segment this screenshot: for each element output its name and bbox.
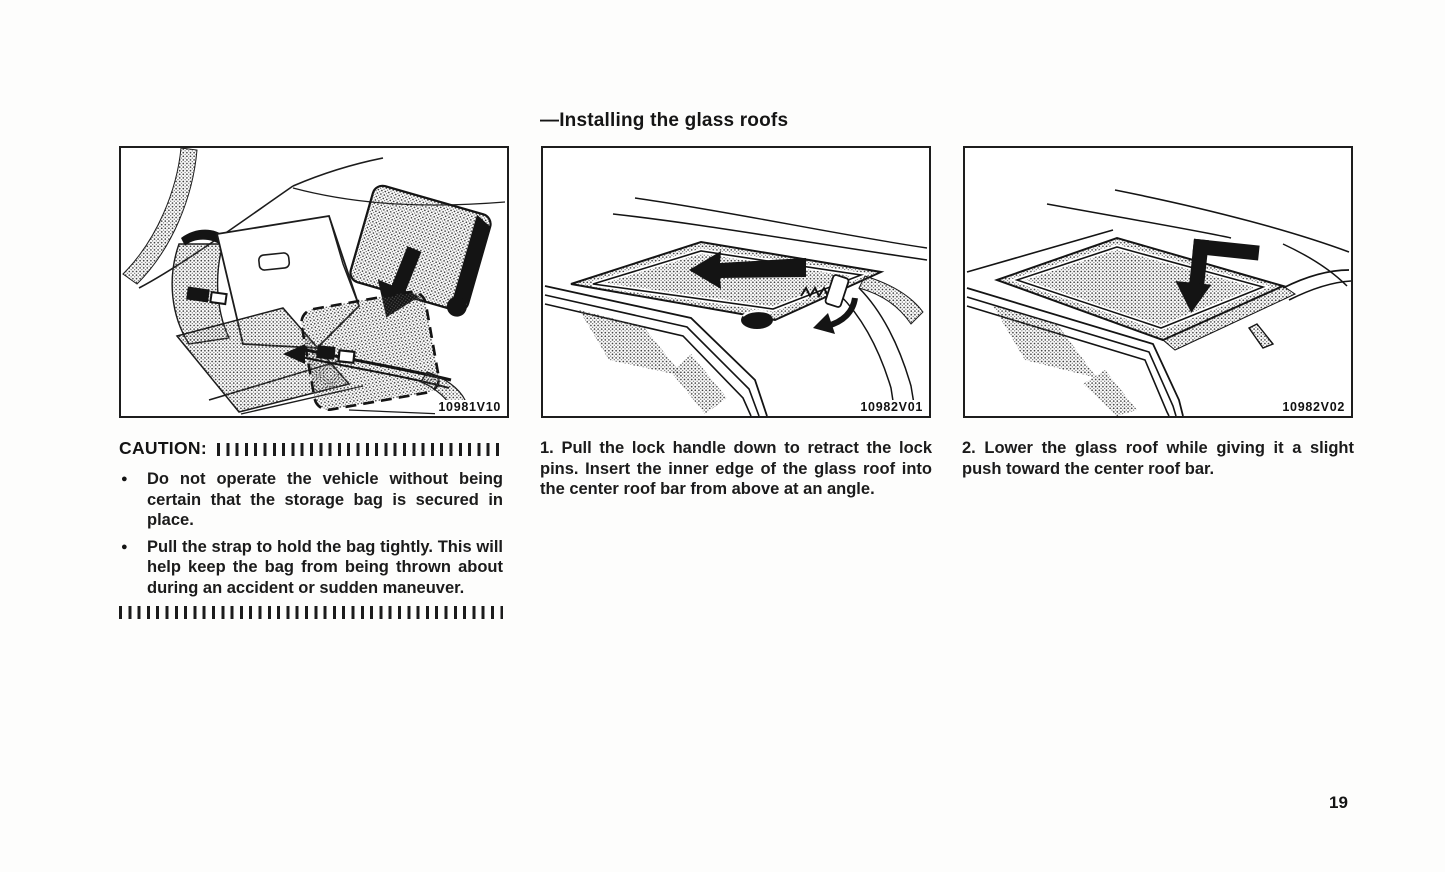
- storage-bag-upper: [349, 184, 492, 317]
- left-arrow-icon: [283, 344, 305, 364]
- caution-block: CAUTION: ● Do not operate the vehicle wi…: [119, 438, 503, 619]
- bullet-icon: ●: [121, 540, 128, 553]
- figure-insert-glass-roof: 10982V01: [541, 146, 931, 418]
- insert-glass-roof-illustration: [544, 197, 928, 416]
- figure-code: 10981V10: [435, 400, 504, 415]
- step-2-caption: 2. Lower the glass roof while giving it …: [962, 439, 1354, 478]
- bullet-icon: ●: [121, 473, 128, 485]
- lower-glass-roof-illustration: [966, 189, 1351, 416]
- caution-bullet-text: Do not operate the vehicle without being…: [147, 470, 503, 530]
- caution-heading: CAUTION:: [119, 438, 503, 459]
- storage-bag-secured: [300, 290, 441, 412]
- caution-label: CAUTION:: [119, 438, 207, 458]
- storage-bag-illustration: [122, 148, 506, 415]
- bent-down-arrow-icon: [1175, 238, 1260, 313]
- caution-bullet-text: Pull the strap to hold the bag tightly. …: [147, 537, 503, 597]
- strap-buckle: [337, 349, 356, 365]
- figure-lower-glass-roof: 10982V02: [963, 146, 1353, 418]
- console-latch: [258, 252, 291, 271]
- strap-buckle: [209, 290, 228, 306]
- roof-peg: [1247, 323, 1275, 349]
- figure-storage-bag: 10981V10: [119, 146, 509, 418]
- page-number: 19: [1329, 793, 1348, 812]
- section-title: —Installing the glass roofs: [540, 110, 789, 131]
- step-1-caption: 1. Pull the lock handle down to retract …: [540, 439, 932, 499]
- left-arrow-icon: [689, 251, 806, 289]
- lock-pins: [800, 285, 829, 299]
- tick-divider: [216, 443, 503, 456]
- lock-handle: [824, 274, 850, 308]
- caution-bullet-1: ● Do not operate the vehicle without bei…: [119, 469, 503, 531]
- tick-divider: [119, 605, 503, 619]
- seat-top-cap: [181, 229, 225, 246]
- figure-code: 10982V02: [1279, 400, 1348, 415]
- caution-bullet-2: ● Pull the strap to hold the bag tightly…: [119, 537, 503, 599]
- figure-code: 10982V01: [857, 400, 926, 415]
